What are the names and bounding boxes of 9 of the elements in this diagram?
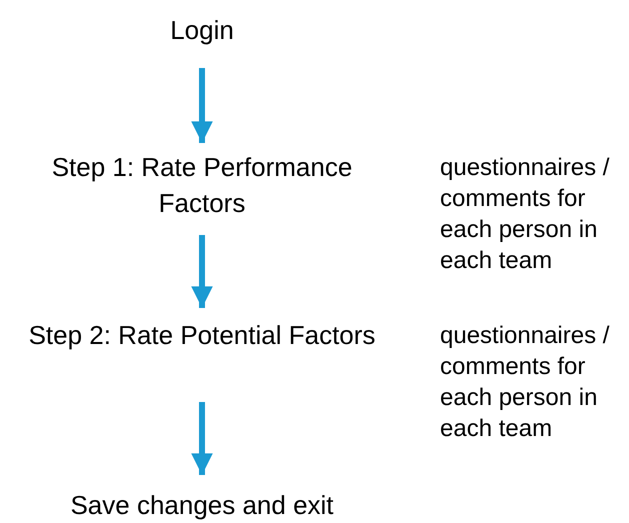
- arrow: [191, 235, 213, 308]
- step-label: Login: [169, 14, 235, 47]
- step-label: Step 1: Rate Performance Factors: [50, 151, 354, 220]
- arrow: [191, 402, 213, 475]
- side-note: questionnaires / comments for each person in each team: [440, 321, 610, 444]
- step-label: Save changes and exit: [69, 489, 335, 522]
- side-note: questionnaires / comments for each person in each team: [440, 153, 610, 276]
- step-label: Step 2: Rate Potential Factors: [28, 319, 376, 352]
- arrow: [191, 68, 213, 143]
